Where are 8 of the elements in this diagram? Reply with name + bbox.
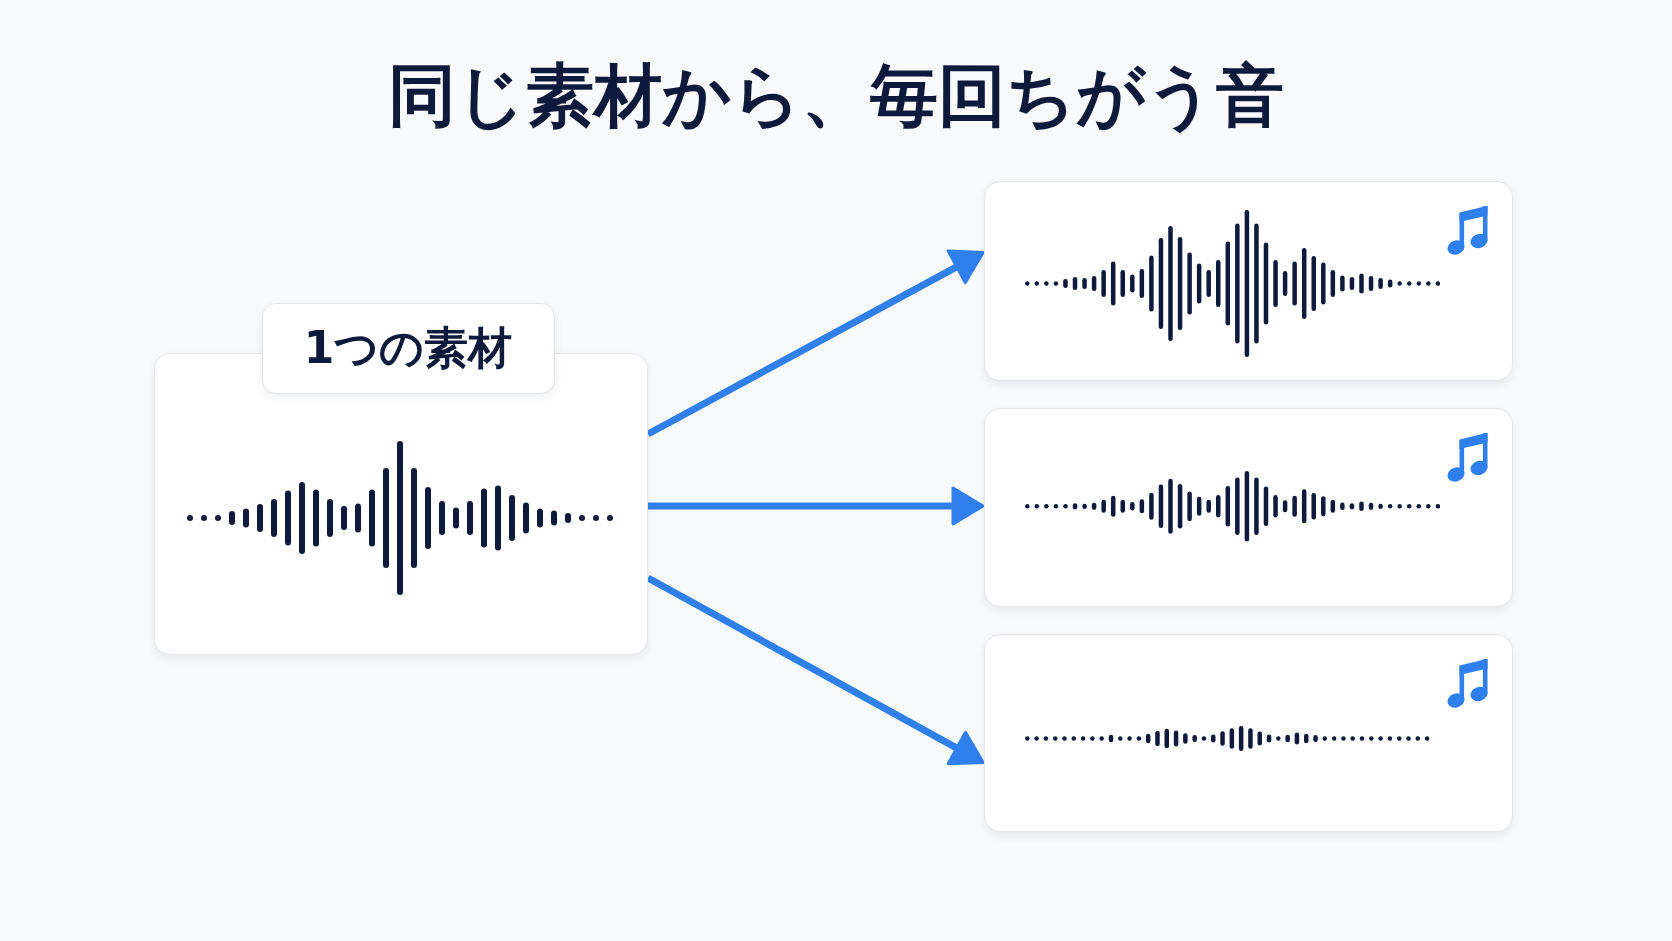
card: [984, 634, 1513, 832]
label-tab: 1つの素材: [261, 302, 555, 394]
card: [984, 181, 1513, 381]
arrow: [646, 574, 986, 767]
arrow: [646, 248, 986, 438]
arrow: [648, 486, 985, 526]
title: 同じ素材から、毎回ちがう音: [388, 55, 1284, 137]
card: [984, 408, 1513, 607]
